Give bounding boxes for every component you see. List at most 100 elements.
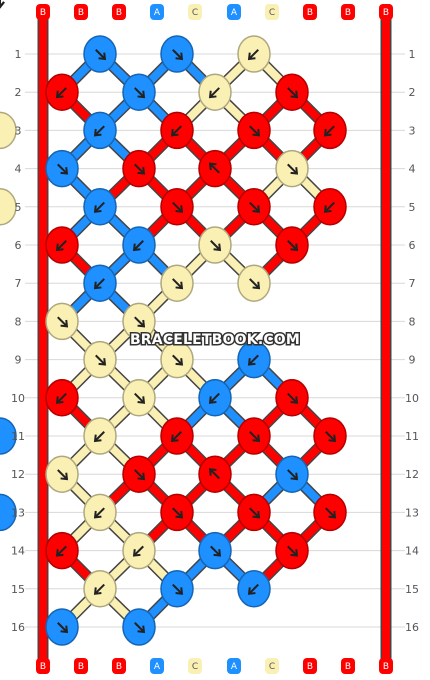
row-number-left: 12 — [11, 468, 25, 481]
knot-arrow-icon — [287, 240, 299, 252]
knot-arrow-icon — [55, 240, 67, 252]
knot-arrow-icon — [247, 583, 259, 595]
row-number-right: 8 — [409, 315, 416, 328]
top-strand-label-chip — [265, 4, 279, 20]
row-number-right: 4 — [409, 163, 416, 176]
bottom-strand-label-chip — [341, 658, 355, 674]
knot-arrow-icon — [287, 469, 299, 481]
knot-arrow-icon — [172, 201, 184, 213]
knot-arrow-icon — [249, 125, 261, 137]
knot-arrow-icon — [170, 125, 182, 137]
knot-arrow-icon — [134, 316, 146, 328]
bottom-strand-label-chip — [74, 658, 88, 674]
bottom-strand-label: C — [192, 662, 198, 672]
row-number-left: 10 — [11, 392, 25, 405]
knot-arrow-icon — [172, 278, 184, 290]
knot-arrow-icon — [134, 469, 146, 481]
knot-arrow-icon — [210, 240, 222, 252]
top-strand-label-chip — [341, 4, 355, 20]
knot-arrow-icon — [208, 87, 220, 99]
knot-arrow-icon — [93, 125, 105, 137]
knot — [0, 417, 17, 455]
knot-arrow-icon — [134, 87, 146, 99]
row-number-right: 7 — [409, 277, 416, 290]
row-number-right: 15 — [405, 583, 419, 596]
row-number-left: 1 — [15, 48, 22, 61]
knot-arrow-icon — [93, 278, 105, 290]
knot — [0, 493, 17, 532]
knot-arrow-icon — [247, 49, 259, 61]
knot-arrow-icon — [57, 469, 69, 481]
knot-arrow-icon — [249, 431, 261, 443]
row-number-left: 13 — [11, 506, 25, 519]
bottom-strand-label-chip — [227, 658, 241, 674]
bottom-strand-label: A — [154, 662, 161, 672]
knot-arrow-icon — [323, 125, 335, 137]
bottom-strand-label: B — [40, 662, 46, 672]
top-strand-label-chip — [74, 4, 88, 20]
top-strand-label: C — [269, 8, 275, 18]
top-strand-label-chip — [188, 4, 202, 20]
row-number-left: 3 — [15, 124, 22, 137]
knot-arrow-icon — [287, 163, 299, 175]
row-number-left: 7 — [15, 277, 22, 290]
knot-arrow-icon — [249, 278, 261, 290]
knot-arrow-icon — [323, 201, 335, 213]
row-number-left: 9 — [15, 354, 22, 367]
knot-arrow-icon — [287, 545, 299, 557]
bottom-strand-label-chip — [379, 658, 393, 674]
row-number-right: 10 — [405, 392, 419, 405]
bottom-strand-label-chip — [303, 658, 317, 674]
top-strand-label: B — [307, 8, 313, 18]
top-strand-label-chip — [150, 4, 164, 20]
bottom-strand-label: C — [269, 662, 275, 672]
knot — [0, 188, 17, 226]
row-number-left: 15 — [11, 583, 25, 596]
bottom-strand-label: B — [383, 662, 389, 672]
row-number-left: 14 — [11, 545, 25, 558]
knot-arrow-icon — [172, 354, 184, 366]
bottom-strand-label-chip — [112, 658, 126, 674]
row-number-right: 5 — [409, 201, 416, 214]
bottom-strand-label-chip — [265, 658, 279, 674]
top-strand-label: B — [383, 8, 389, 18]
row-number-right: 14 — [405, 545, 419, 558]
row-number-left: 2 — [15, 86, 22, 99]
knot-arrow-icon — [172, 583, 184, 595]
knot-arrow-icon — [208, 468, 220, 480]
knot-arrow-icon — [57, 622, 69, 634]
row-number-right: 6 — [409, 239, 416, 252]
knot-arrow-icon — [95, 354, 107, 366]
knot-arrow-icon — [170, 431, 182, 443]
knot-arrow-icon — [208, 392, 220, 404]
top-strand-label: A — [231, 8, 238, 18]
top-strand-label-chip — [379, 4, 393, 20]
row-number-right: 11 — [405, 430, 419, 443]
knot-arrow-icon — [325, 431, 337, 443]
bottom-strand-label-chip — [150, 658, 164, 674]
knot — [0, 111, 17, 150]
knot-arrow-icon — [287, 392, 299, 404]
row-number-left: 4 — [15, 163, 22, 176]
knot-arrow-icon — [172, 49, 184, 61]
knot-arrow-icon — [134, 622, 146, 634]
knot-arrow-icon — [132, 240, 144, 252]
knot-arrow-icon — [93, 583, 105, 595]
row-number-left: 8 — [15, 315, 22, 328]
top-strand-label: C — [192, 8, 198, 18]
bottom-strand-label: B — [345, 662, 351, 672]
row-number-right: 16 — [405, 621, 419, 634]
row-number-right: 13 — [405, 506, 419, 519]
row-number-left: 5 — [15, 201, 22, 214]
row-number-right: 9 — [409, 354, 416, 367]
knot-arrow-icon — [0, 0, 5, 9]
knot-arrow-icon — [208, 162, 220, 174]
bottom-strand-label: B — [307, 662, 313, 672]
top-strand-label: B — [78, 8, 84, 18]
top-strand-label: B — [40, 8, 46, 18]
knot-arrow-icon — [134, 163, 146, 175]
